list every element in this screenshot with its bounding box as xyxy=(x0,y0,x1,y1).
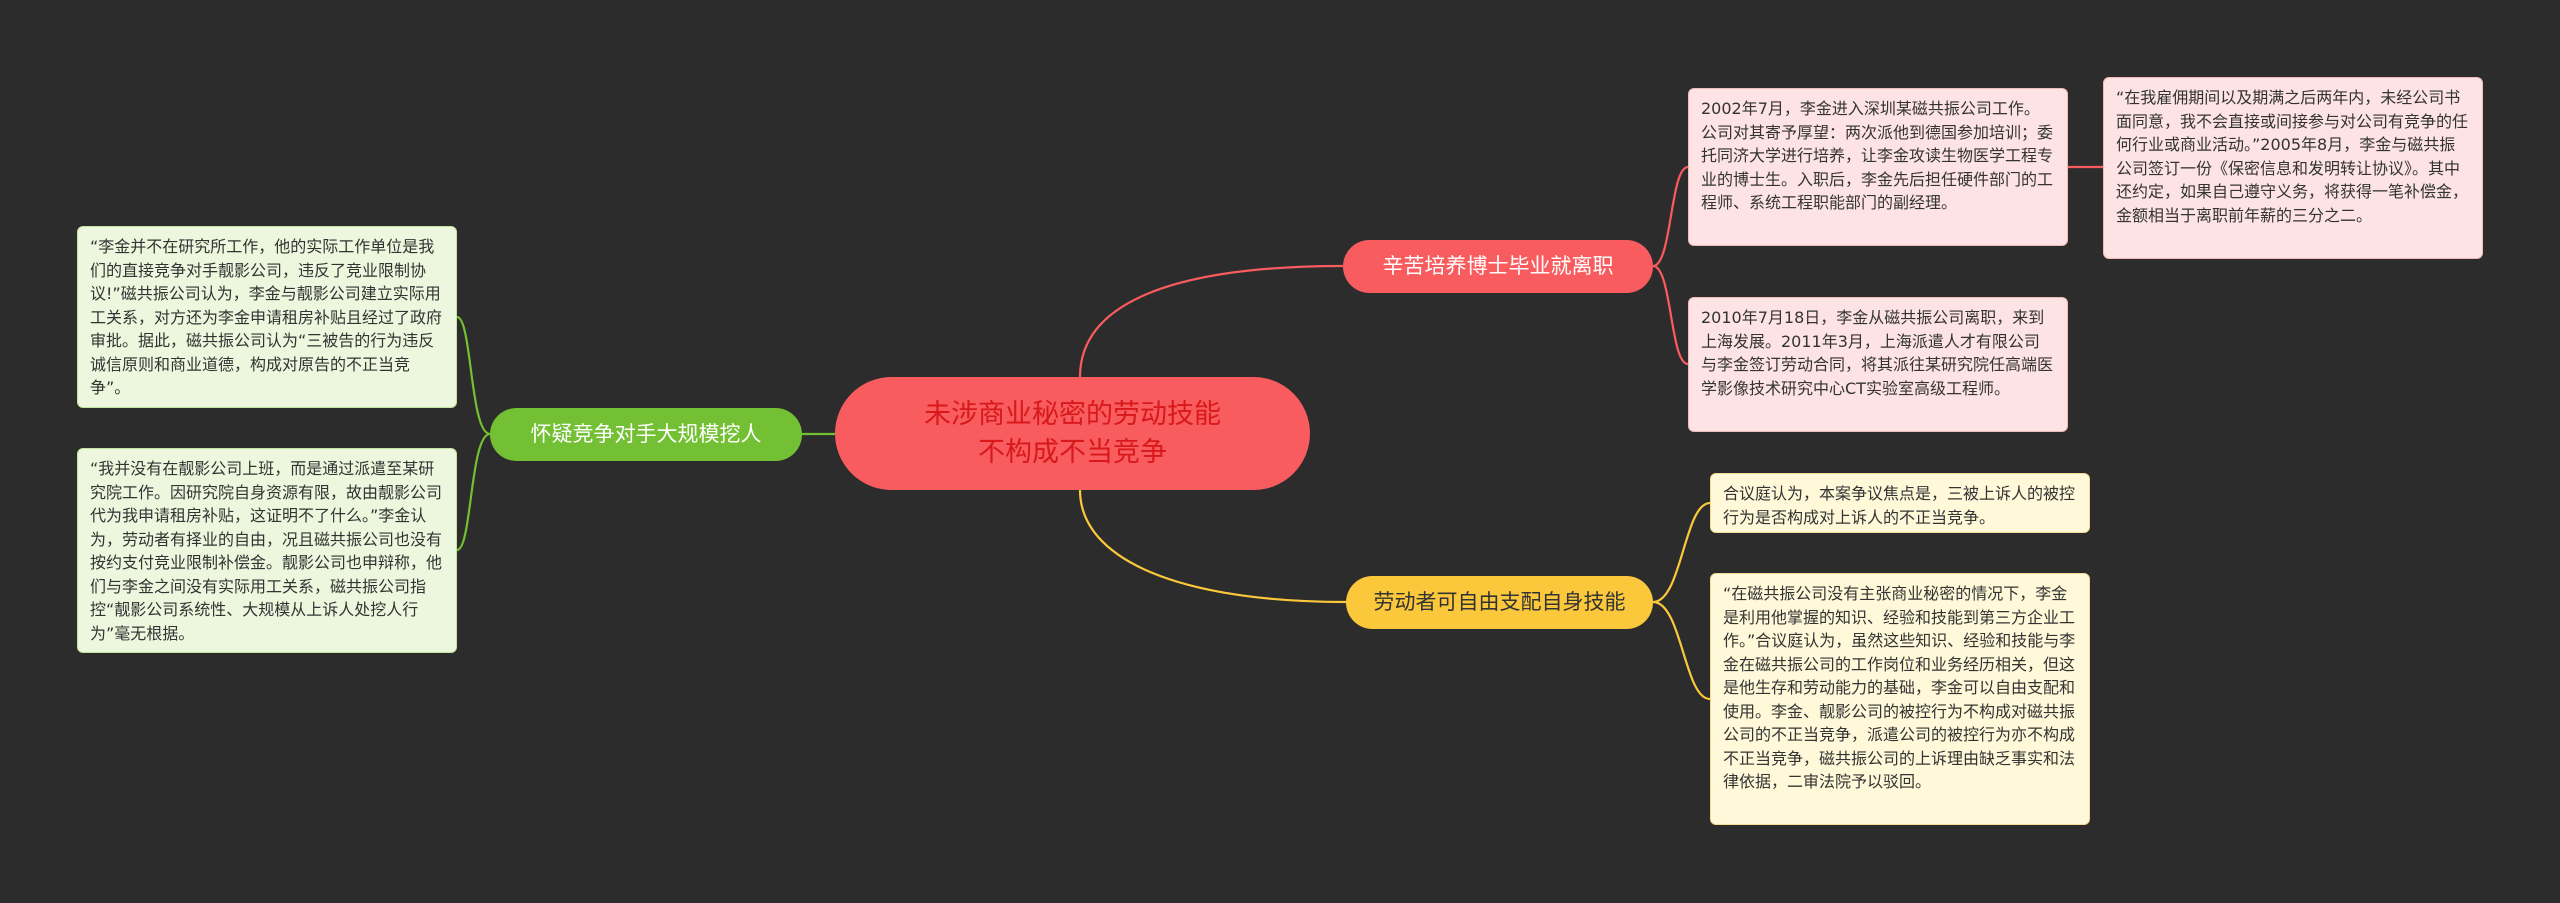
leaf-yellow-1[interactable]: 合议庭认为，本案争议焦点是，三被上诉人的被控行为是否构成对上诉人的不正当竞争。 xyxy=(1710,473,2090,533)
branch-yellow-topic[interactable]: 劳动者可自由支配自身技能 xyxy=(1346,576,1653,629)
central-topic-line2: 不构成不当竞争 xyxy=(978,436,1167,468)
central-topic-line1: 未涉商业秘密的劳动技能 xyxy=(924,398,1221,430)
leaf-green-1[interactable]: “李金并不在研究所工作，他的实际工作单位是我们的直接竞争对手靓影公司，违反了竞业… xyxy=(77,226,457,408)
link-center-yellow xyxy=(1078,489,1347,604)
link-green-leaf2 xyxy=(456,432,491,552)
leaf-red-3[interactable]: “在我雇佣期间以及期满之后两年内，未经公司书面同意，我不会直接或间接参与对公司有… xyxy=(2103,77,2483,259)
link-yellow-leaf2 xyxy=(1652,600,1711,701)
link-yellow-leaf1 xyxy=(1652,501,1711,604)
link-green-leaf1 xyxy=(456,315,491,436)
leaf-yellow-2[interactable]: “在磁共振公司没有主张商业秘密的情况下，李金是利用他掌握的知识、经验和技能到第三… xyxy=(1710,573,2090,825)
leaf-green-2[interactable]: “我并没有在靓影公司上班，而是通过派遣至某研究院工作。因研究院自身资源有限，故由… xyxy=(77,448,457,653)
link-red-leaf2 xyxy=(1652,264,1689,366)
central-topic[interactable]: 未涉商业秘密的劳动技能 不构成不当竞争 xyxy=(835,377,1310,490)
leaf-red-1[interactable]: 2002年7月，李金进入深圳某磁共振公司工作。公司对其寄予厚望：两次派他到德国参… xyxy=(1688,88,2068,246)
leaf-red-2[interactable]: 2010年7月18日，李金从磁共振公司离职，来到上海发展。2011年3月，上海派… xyxy=(1688,297,2068,432)
link-center-red xyxy=(1078,264,1344,378)
branch-green-topic[interactable]: 怀疑竞争对手大规模挖人 xyxy=(490,408,802,461)
branch-red-topic[interactable]: 辛苦培养博士毕业就离职 xyxy=(1343,240,1653,293)
link-red-leaf1 xyxy=(1652,165,1689,268)
